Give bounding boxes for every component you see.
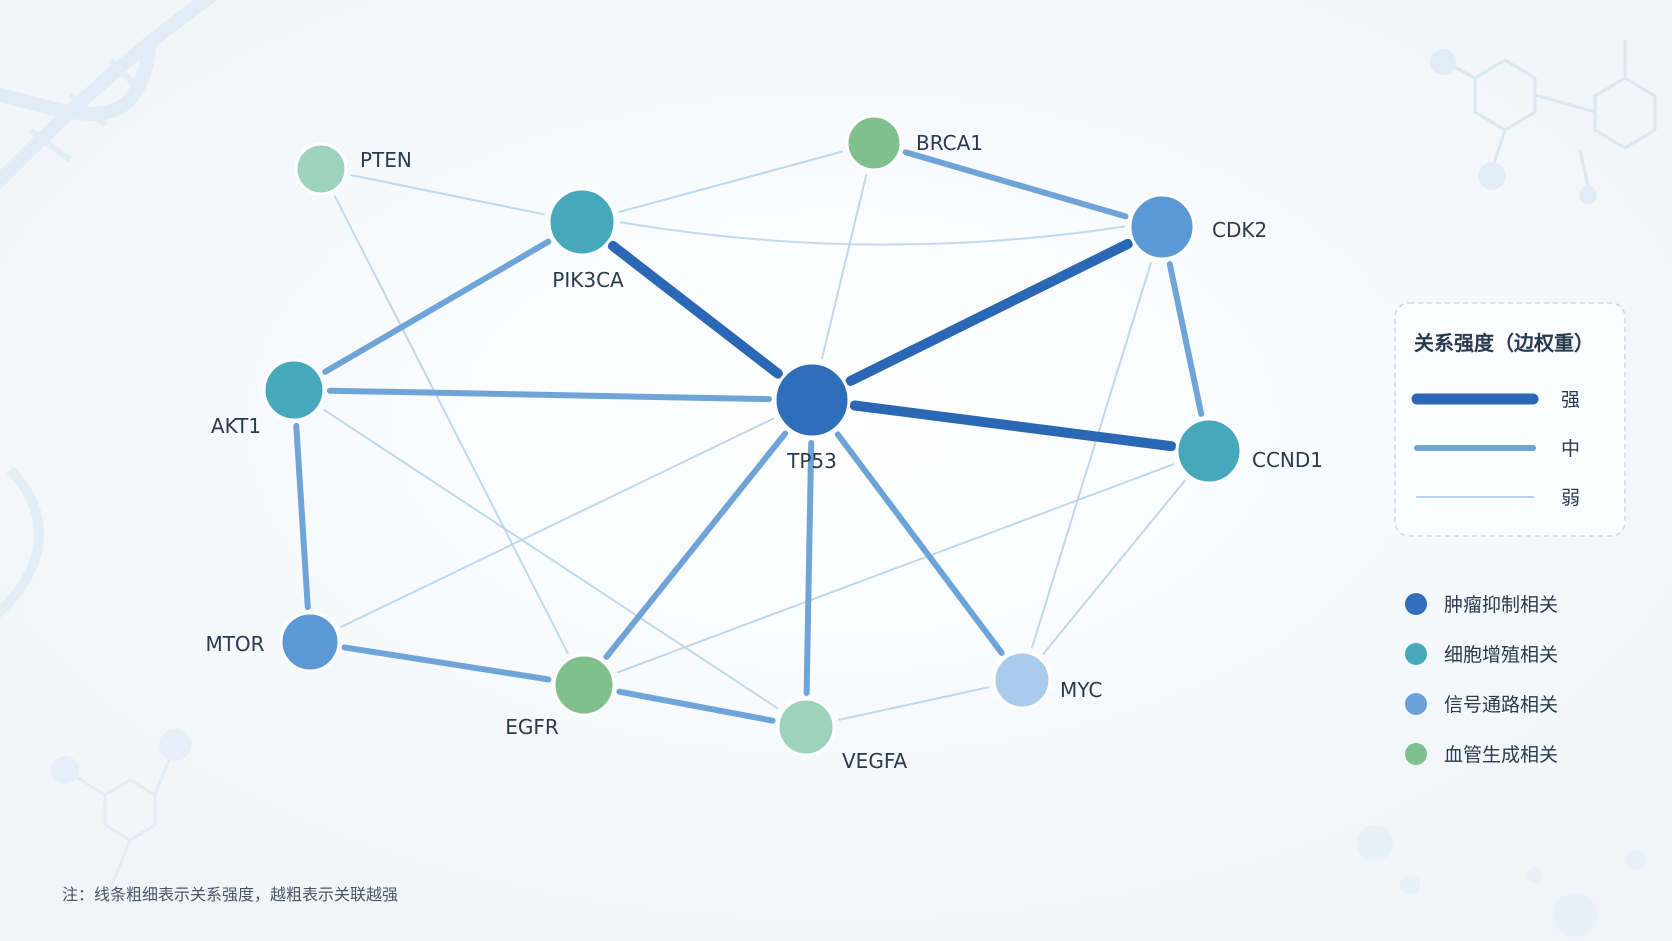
legend-angio-dot (1405, 743, 1427, 765)
node-tp53[interactable]: TP53 (773, 361, 851, 473)
edge-tp53-akt1 (326, 387, 773, 403)
edge-cdk2-myc (1031, 262, 1152, 649)
node-pik3ca[interactable]: PIK3CA (547, 187, 624, 292)
edge-mtor-egfr (341, 644, 552, 683)
edge-akt1-mtor (293, 422, 311, 611)
node-myc[interactable]: MYC (992, 650, 1102, 710)
legend-medium-label: 中 (1561, 438, 1580, 460)
edge-vegfa-myc (838, 686, 990, 721)
node-pten-circle[interactable] (294, 142, 348, 196)
node-tp53-circle[interactable] (773, 361, 851, 439)
edge-tp53-cdk2 (845, 238, 1133, 386)
node-myc-label: MYC (1060, 678, 1102, 702)
edge-brca1-cdk2 (902, 149, 1129, 220)
node-myc-circle[interactable] (992, 650, 1052, 710)
legend-prolif-dot (1405, 643, 1427, 665)
node-cdk2[interactable]: CDK2 (1128, 193, 1267, 261)
node-egfr[interactable]: EGFR (505, 653, 616, 739)
edge-ccnd1-egfr (616, 463, 1175, 674)
footnote: 注：线条粗细表示关系强度，越粗表示关联越强 (62, 885, 398, 904)
edge-cdk2-ccnd1 (1166, 261, 1205, 417)
edge-tp53-myc (834, 431, 1005, 656)
edges-layer (293, 149, 1205, 724)
node-akt1-label: AKT1 (211, 414, 261, 438)
node-pten-label: PTEN (360, 148, 412, 172)
dna-rungs-decoration (28, 57, 143, 163)
molecule-dots-bottom-left (51, 729, 191, 784)
node-akt1-circle[interactable] (262, 358, 326, 422)
molecule-dots-top-right (1430, 49, 1597, 204)
node-brca1-circle[interactable] (845, 114, 903, 172)
node-brca1[interactable]: BRCA1 (845, 114, 983, 172)
edge-tp53-mtor (340, 417, 775, 628)
node-cdk2-circle[interactable] (1128, 193, 1196, 261)
edge-tp53-brca1 (821, 174, 868, 360)
node-vegfa[interactable]: VEGFA (776, 697, 907, 773)
edge-pik3ca-brca1 (618, 150, 844, 213)
node-ccnd1-circle[interactable] (1175, 417, 1243, 485)
legend-weak-label: 弱 (1561, 487, 1580, 509)
node-pik3ca-circle[interactable] (547, 187, 617, 257)
legend-tumor-label: 肿瘤抑制相关 (1444, 594, 1558, 616)
node-brca1-label: BRCA1 (916, 131, 983, 155)
strength-legend: 关系强度（边权重） 强 中 弱 (1394, 302, 1626, 537)
legend-angio-label: 血管生成相关 (1444, 744, 1558, 766)
node-vegfa-circle[interactable] (776, 697, 836, 757)
node-egfr-circle[interactable] (552, 653, 616, 717)
node-cdk2-label: CDK2 (1212, 218, 1267, 242)
node-mtor-label: MTOR (205, 632, 264, 656)
legend-signal-dot (1405, 693, 1427, 715)
node-pten[interactable]: PTEN (294, 142, 412, 196)
node-akt1[interactable]: AKT1 (211, 358, 326, 438)
node-mtor-circle[interactable] (279, 611, 341, 673)
edge-tp53-vegfa (803, 439, 815, 697)
node-mtor[interactable]: MTOR (205, 611, 341, 673)
strength-legend-title: 关系强度（边权重） (1414, 331, 1594, 355)
node-pik3ca-label: PIK3CA (552, 268, 624, 292)
edge-akt1-vegfa (323, 408, 779, 710)
edge-egfr-vegfa (616, 688, 776, 724)
edge-pten-egfr (334, 195, 569, 654)
legend-strong-label: 强 (1561, 389, 1580, 411)
strength-legend-box (1394, 302, 1626, 537)
node-tp53-label: TP53 (786, 449, 837, 473)
molecule-decoration-bottom-left (64, 744, 177, 891)
node-ccnd1-label: CCND1 (1252, 448, 1323, 472)
node-ccnd1[interactable]: CCND1 (1175, 417, 1323, 485)
category-legend: 肿瘤抑制相关 细胞增殖相关 信号通路相关 血管生成相关 (1405, 593, 1558, 766)
legend-prolif-label: 细胞增殖相关 (1444, 644, 1558, 666)
edge-pik3ca-akt1 (322, 238, 552, 375)
edge-ccnd1-myc (1042, 479, 1186, 655)
edge-tp53-pik3ca (607, 240, 783, 379)
molecule-dots-bottom-right (1357, 825, 1645, 937)
edge-pik3ca-cdk2 (619, 221, 1125, 246)
node-vegfa-label: VEGFA (842, 749, 907, 773)
node-egfr-label: EGFR (505, 715, 559, 739)
legend-tumor-dot (1405, 593, 1427, 615)
legend-signal-label: 信号通路相关 (1444, 694, 1558, 716)
edge-pik3ca-pten (350, 174, 545, 216)
edge-tp53-ccnd1 (849, 400, 1177, 452)
edge-tp53-egfr (603, 430, 789, 660)
